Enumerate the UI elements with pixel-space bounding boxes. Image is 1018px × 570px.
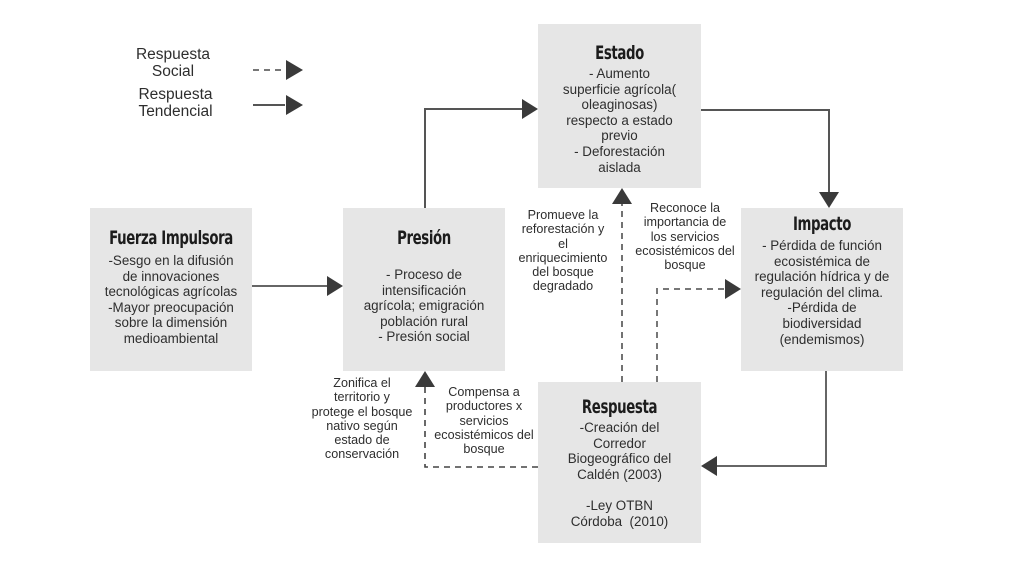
- annotation-line: Compensa a: [448, 385, 520, 399]
- node-line: - Proceso de: [386, 267, 462, 282]
- annotation-line: conservación: [324, 447, 400, 462]
- annotation-line: importancia de: [643, 215, 727, 230]
- legend-label-line: Tendencial: [138, 103, 213, 120]
- node-line: agrícola; emigración: [363, 298, 485, 314]
- node-line: tecnológicas agrícolas: [104, 284, 238, 300]
- legend-label-line: Respuesta: [135, 46, 211, 63]
- annotation-line: bosque: [664, 258, 706, 273]
- annotation-line: estado de: [334, 433, 390, 448]
- node-line: biodiversidad: [782, 315, 862, 331]
- legend-label-line: Social: [151, 63, 195, 80]
- node-respuesta: Respuesta -Creación del Corredor Biogeog…: [538, 382, 701, 543]
- node-line: Corredor: [593, 435, 646, 451]
- annotation-reconoce: Reconoce la importancia de los servicios…: [626, 201, 744, 272]
- annotation-line: del bosque: [532, 265, 594, 280]
- node-estado: Estado - Aumento superficie agrícola( ol…: [538, 24, 701, 188]
- node-line: población rural: [380, 313, 468, 329]
- legend-label-social: Respuesta Social: [118, 46, 228, 80]
- node-body: -Creación del Corredor Biogeográfico del…: [538, 420, 701, 529]
- annotation-line: ecosistémicos del: [635, 243, 735, 258]
- node-line: respecto a estado: [566, 112, 673, 128]
- annotation-line: los servicios: [650, 229, 720, 244]
- node-line: previo: [601, 128, 638, 144]
- node-line: aislada: [598, 159, 641, 175]
- node-line: oleaginosas): [581, 97, 658, 113]
- annotation-promueve: Promueve la reforestación y el enriqueci…: [508, 208, 618, 294]
- legend-dashed-arrow: [253, 60, 303, 80]
- arrow-respuesta-to-estado: [612, 188, 632, 382]
- annotation-line: productores x: [445, 399, 523, 414]
- node-line: superficie agrícola(: [562, 81, 677, 97]
- node-line: - Presión social: [378, 329, 470, 345]
- node-body: -Sesgo en la difusión de innovaciones te…: [90, 253, 252, 347]
- annotation-line: Promueve la: [527, 208, 599, 222]
- node-title: Impacto: [792, 213, 852, 235]
- annotation-line: protege el bosque: [311, 404, 413, 419]
- node-line: -Creación del: [579, 420, 660, 435]
- node-line: - Pérdida de función: [762, 238, 882, 253]
- node-line: [538, 482, 701, 498]
- annotation-line: nativo según: [326, 418, 398, 433]
- node-line: intensificación: [381, 282, 467, 298]
- node-body: - Pérdida de función ecosistémica de reg…: [735, 238, 909, 347]
- arrow-respuesta-to-impacto: [656, 279, 741, 382]
- legend-label-line: Respuesta: [138, 86, 213, 103]
- annotation-line: reforestación y: [521, 222, 605, 237]
- node-body: - Proceso de intensificación agrícola; e…: [343, 267, 505, 345]
- node-line: sobre la dimensión: [114, 315, 228, 331]
- annotation-line: enriquecimiento: [518, 250, 608, 265]
- arrow-estado-to-impacto: [701, 109, 839, 208]
- node-title: Estado: [595, 42, 644, 64]
- node-line: Biogeográfico del: [567, 451, 672, 467]
- node-line: -Mayor preocupación: [108, 299, 234, 315]
- legend-label-tendencial: Respuesta Tendencial: [118, 86, 233, 120]
- legend-solid-arrow: [253, 95, 303, 115]
- node-impacto: Impacto - Pérdida de función ecosistémic…: [741, 208, 903, 371]
- arrow-fuerza-to-presion: [252, 276, 343, 296]
- annotation-line: Zonifica el: [333, 376, 391, 390]
- node-line: Córdoba (2010): [570, 513, 669, 529]
- node-title: Fuerza Impulsora: [109, 227, 233, 249]
- node-line: regulación del clima.: [760, 284, 884, 300]
- node-line: -Sesgo en la difusión: [108, 253, 234, 268]
- node-line: -Pérdida de: [787, 300, 857, 316]
- node-line: medioambiental: [123, 330, 219, 346]
- node-fuerza-impulsora: Fuerza Impulsora -Sesgo en la difusión d…: [90, 208, 252, 371]
- arrow-impacto-to-respuesta: [701, 371, 827, 476]
- node-line: regulación hídrica y de: [754, 269, 890, 285]
- annotation-line: Reconoce la: [649, 201, 720, 215]
- annotation-line: degradado: [532, 279, 594, 294]
- node-line: Caldén (2003): [577, 466, 662, 482]
- node-line: - Aumento: [588, 66, 651, 81]
- annotation-line: ecosistémicos del: [434, 427, 534, 442]
- node-title: Presión: [397, 227, 451, 249]
- annotation-compensa: Compensa a productores x servicios ecosi…: [426, 385, 542, 456]
- node-line: ecosistémica de: [773, 253, 870, 269]
- annotation-line: el: [558, 236, 568, 251]
- annotation-zonifica: Zonifica el territorio y protege el bosq…: [302, 376, 422, 462]
- node-body: - Aumento superficie agrícola( oleaginos…: [538, 66, 701, 175]
- annotation-line: servicios: [459, 413, 509, 428]
- node-line: -Ley OTBN: [586, 497, 653, 513]
- node-line: (endemismos): [779, 331, 865, 347]
- node-line: - Deforestación: [574, 143, 665, 159]
- node-presion: Presión - Proceso de intensificación agr…: [343, 208, 505, 371]
- node-line: de innovaciones: [122, 268, 220, 284]
- annotation-line: territorio y: [334, 390, 390, 405]
- annotation-line: bosque: [463, 442, 505, 457]
- arrow-presion-to-estado: [424, 99, 538, 208]
- arrow-respuesta-to-presion: [415, 371, 538, 468]
- node-title: Respuesta: [581, 396, 658, 418]
